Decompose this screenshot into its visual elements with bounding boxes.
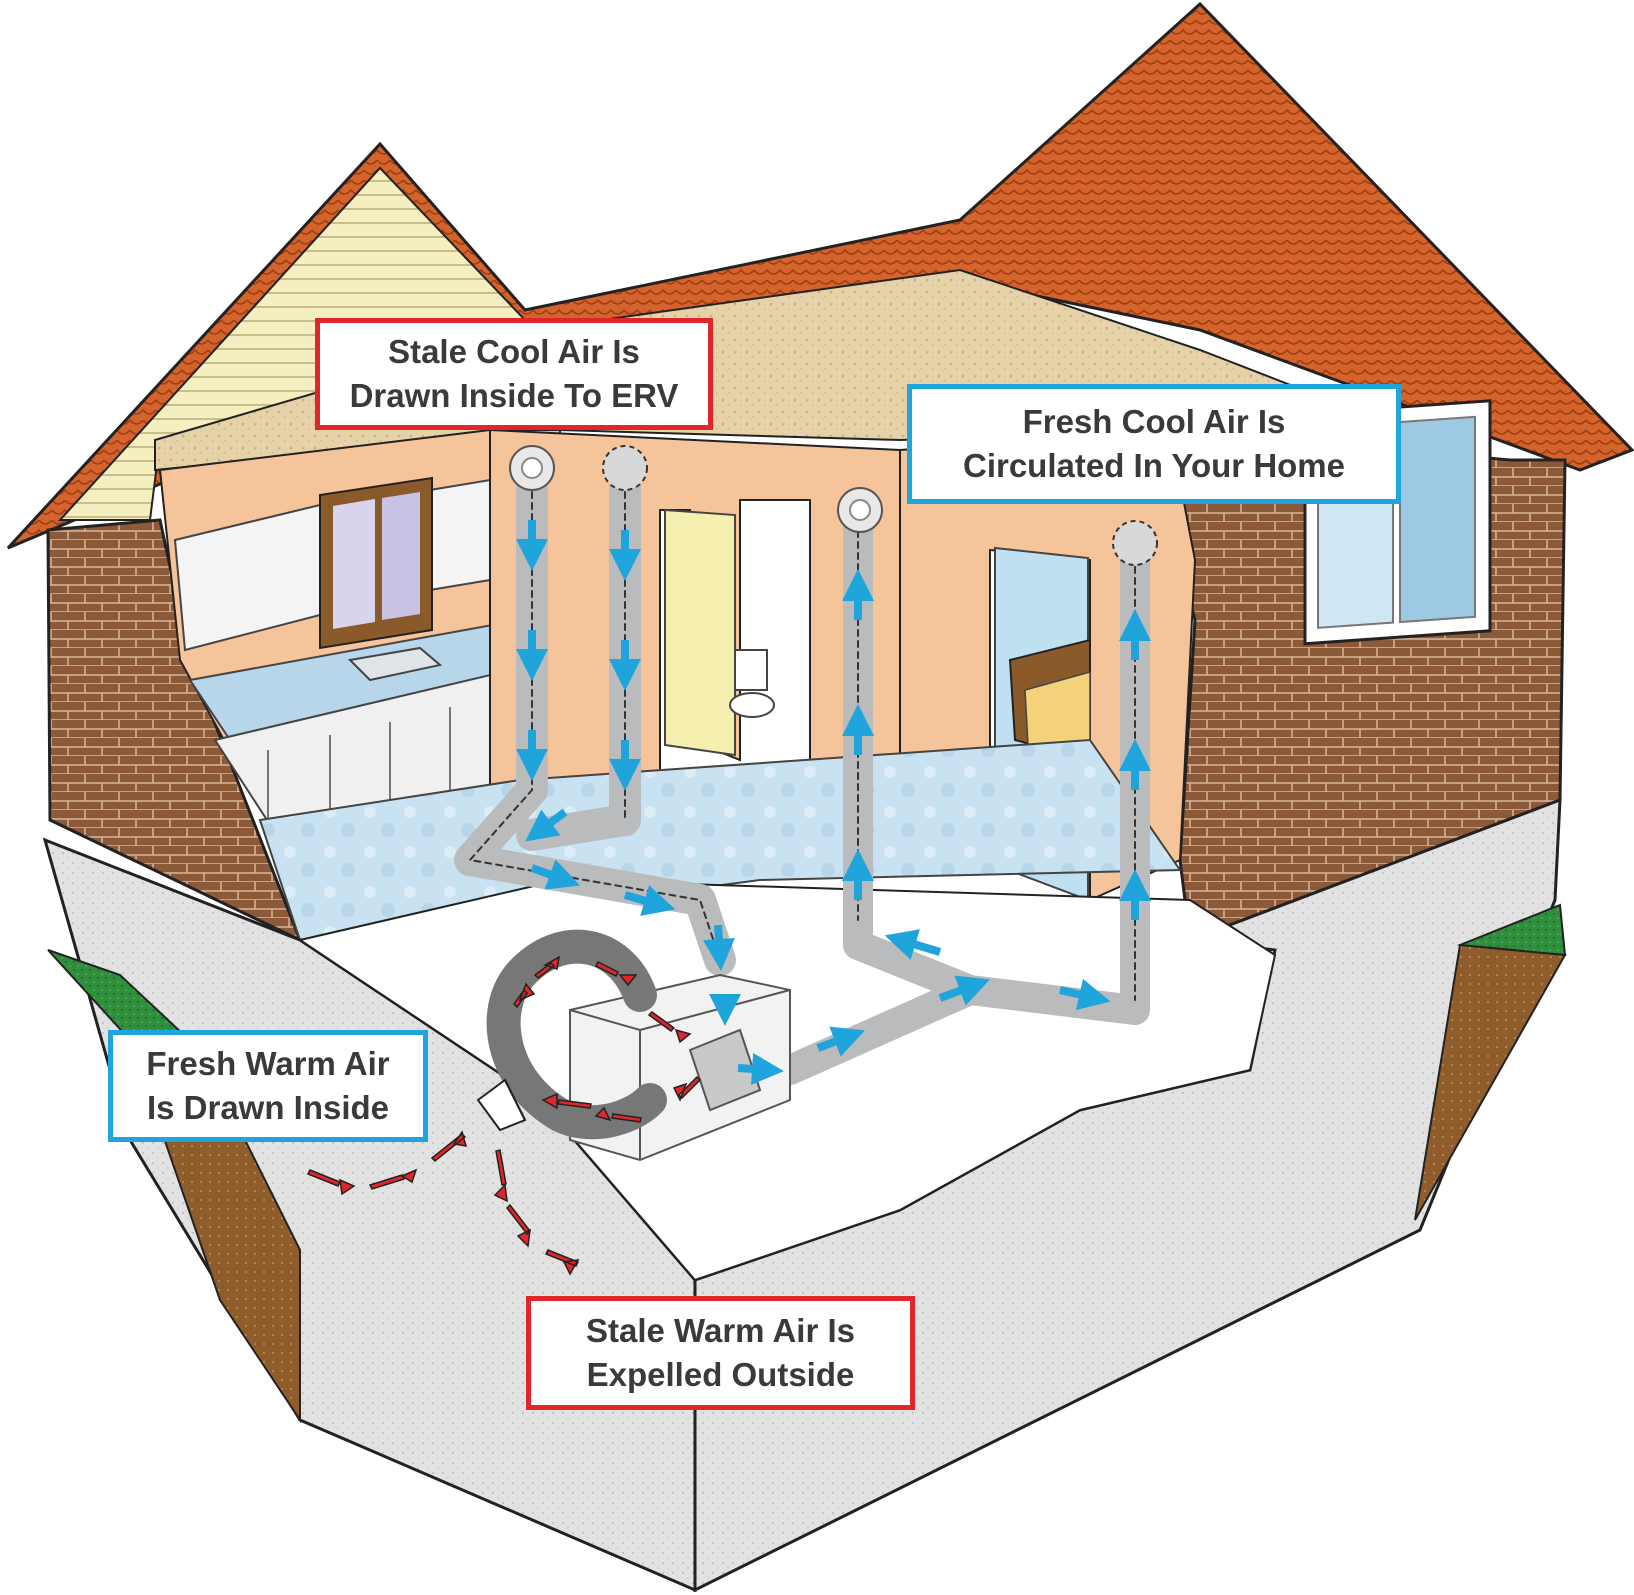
soil-right — [1414, 943, 1567, 1221]
callout-fresh-warm-air-line1: Fresh Warm Air — [146, 1045, 390, 1082]
exterior-wall-vent — [476, 1078, 527, 1132]
callout-stale-cool-air: Stale Cool Air Is Drawn Inside To ERV — [315, 318, 713, 430]
callout-fresh-cool-air-line1: Fresh Cool Air Is — [1022, 403, 1286, 440]
kitchen-sink — [347, 646, 443, 682]
callout-fresh-warm-air: Fresh Warm Air Is Drawn Inside — [108, 1030, 428, 1142]
bathroom-doorway — [664, 508, 736, 757]
callout-fresh-cool-air: Fresh Cool Air Is Circulated In Your Hom… — [907, 384, 1401, 504]
callout-stale-warm-air-line2: Expelled Outside — [586, 1356, 855, 1393]
kitchen-window — [319, 476, 433, 650]
left-brick-wall — [46, 518, 303, 944]
callout-stale-cool-air-line1: Stale Cool Air Is — [388, 333, 640, 370]
kitchen-upper-cabinets — [173, 478, 491, 652]
callout-stale-cool-air-line2: Drawn Inside To ERV — [349, 377, 679, 414]
exhaust-duct-loop — [486, 929, 667, 1140]
callout-fresh-warm-air-line2: Is Drawn Inside — [146, 1089, 390, 1126]
warm-air-flow-arrows — [306, 955, 702, 1276]
ceiling-vents — [509, 445, 1158, 566]
toilet — [729, 649, 775, 718]
cool-air-flow-arrows — [516, 520, 1151, 1085]
bed — [1008, 638, 1091, 762]
callout-stale-warm-air: Stale Warm Air Is Expelled Outside — [526, 1296, 915, 1410]
callout-fresh-cool-air-line2: Circulated In Your Home — [962, 447, 1345, 484]
callout-stale-warm-air-line1: Stale Warm Air Is — [586, 1312, 855, 1349]
